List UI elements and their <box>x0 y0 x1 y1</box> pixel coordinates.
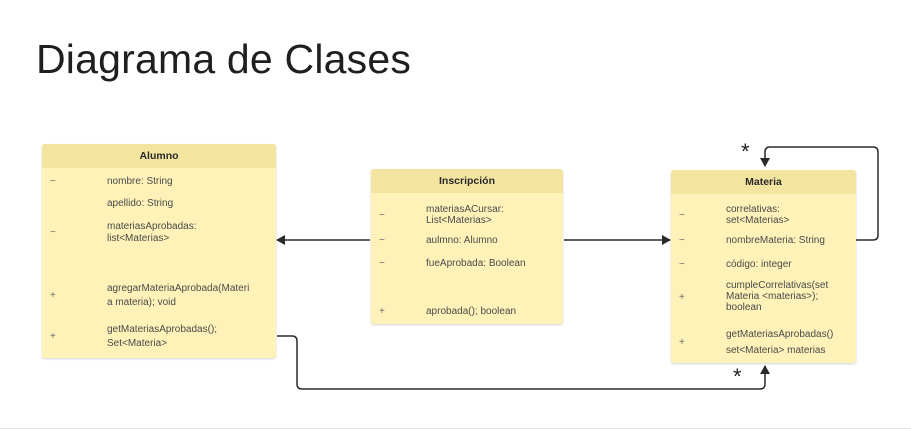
association-materia-self <box>760 146 879 241</box>
visibility-public: + <box>679 292 685 303</box>
attribute-text-line1: materiasACursar: <box>426 204 504 215</box>
method-text-line3: boolean <box>726 302 762 313</box>
method-text-line2: set<Materia> materias <box>726 345 826 356</box>
method-text-line1: getMateriasAprobadas() <box>726 329 834 340</box>
multiplicity-materia-self: * <box>741 139 750 164</box>
method-text-line1: agregarMateriaAprobada(Materi <box>107 283 250 294</box>
visibility-private: − <box>50 227 56 238</box>
class-materia-header: Materia <box>671 170 856 194</box>
multiplicity-alumno-materia: * <box>733 364 742 389</box>
class-inscripcion-header: Inscripción <box>371 169 563 193</box>
visibility-public: + <box>379 306 385 317</box>
visibility-private: − <box>379 258 385 269</box>
visibility-public: + <box>50 290 56 301</box>
method-text-line1: getMateriasAprobadas(); <box>107 324 218 335</box>
attribute-text: código: integer <box>726 259 792 270</box>
attribute-text: nombreMateria: String <box>726 235 825 246</box>
class-inscripcion-name: Inscripción <box>438 175 495 187</box>
class-alumno-header: Alumno <box>42 144 276 168</box>
method-text-line2: Materia <materias>); <box>726 291 819 302</box>
method-text-line2: Set<Materia> <box>107 338 168 349</box>
visibility-private: − <box>679 210 685 221</box>
visibility-private: − <box>379 210 385 221</box>
attribute-text-line2: list<Materias> <box>107 233 170 244</box>
attribute-text: apellido: String <box>107 198 174 209</box>
visibility-private: − <box>679 259 685 270</box>
attribute-text-line1: materiasAprobadas: <box>107 221 197 232</box>
attribute-text: fueAprobada: Boolean <box>426 258 526 269</box>
visibility-public: + <box>679 337 685 348</box>
attribute-text-line2: set<Materias> <box>726 215 790 226</box>
visibility-public: + <box>50 331 56 342</box>
method-text-line1: cumpleCorrelativas(set <box>726 280 829 291</box>
method-text: aprobada(); boolean <box>426 306 517 317</box>
class-alumno[interactable]: Alumno − nombre: String apellido: String… <box>42 144 276 358</box>
class-inscripcion[interactable]: Inscripción − materiasACursar: List<Mate… <box>371 169 563 324</box>
visibility-private: − <box>679 235 685 246</box>
class-alumno-name: Alumno <box>139 150 179 162</box>
page-title: Diagrama de Clases <box>36 36 412 82</box>
attribute-text-line1: correlativas: <box>726 204 780 215</box>
association-alumno-materia <box>277 335 770 390</box>
attribute-text-line2: List<Materias> <box>426 215 492 226</box>
method-text-line2: a materia); void <box>107 297 176 308</box>
attribute-text: nombre: String <box>107 176 173 187</box>
class-materia[interactable]: Materia − correlativas: set<Materias> − … <box>671 170 856 363</box>
visibility-private: − <box>379 235 385 246</box>
attribute-text: aulmno: Alumno <box>426 235 498 246</box>
visibility-private: − <box>50 176 56 187</box>
class-materia-name: Materia <box>745 176 782 188</box>
canvas-bottom-divider <box>0 428 911 429</box>
